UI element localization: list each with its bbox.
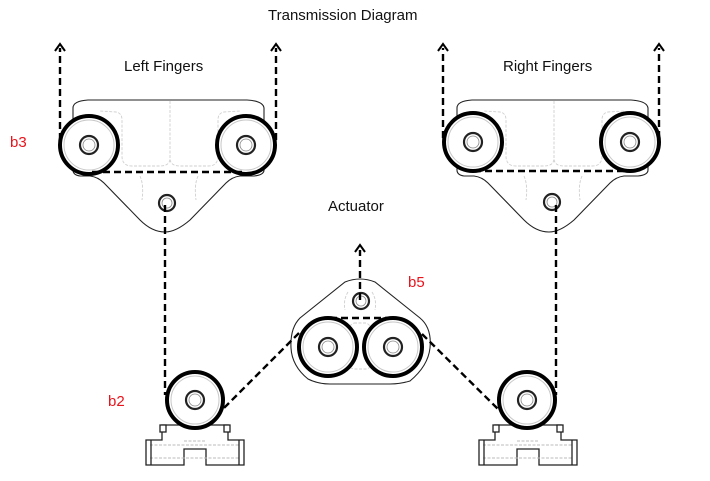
left-base-clip-left bbox=[159, 424, 167, 433]
left-finger-pulley-right bbox=[215, 114, 277, 176]
actuator-pulley-right bbox=[362, 316, 424, 378]
left-finger-anchor-hole bbox=[157, 193, 177, 213]
right-fingers-assembly bbox=[442, 99, 661, 233]
right-fingers-label: Right Fingers bbox=[503, 58, 593, 75]
actuator-label: Actuator bbox=[328, 198, 384, 215]
right-base-idler bbox=[478, 370, 578, 466]
left-base-pulley bbox=[165, 370, 225, 430]
right-base-hidden-lines bbox=[483, 440, 573, 459]
arrow-up-icon bbox=[437, 42, 449, 52]
cable-actuator-to-right-base bbox=[421, 333, 501, 412]
arrow-up-icon bbox=[653, 42, 665, 52]
right-finger-pulley-left bbox=[442, 111, 504, 173]
left-base-idler bbox=[145, 370, 245, 466]
left-finger-pulley-left bbox=[58, 114, 120, 176]
right-finger-pulley-right bbox=[599, 111, 661, 173]
left-base-clip-right bbox=[223, 424, 231, 433]
diagram-title: Transmission Diagram bbox=[268, 7, 418, 24]
tag-b2: b2 bbox=[108, 393, 125, 410]
arrow-heads bbox=[54, 42, 665, 253]
right-base-pulley bbox=[497, 370, 557, 430]
left-fingers-assembly bbox=[58, 99, 277, 233]
tag-b5: b5 bbox=[408, 274, 425, 291]
right-finger-body bbox=[456, 99, 649, 233]
cable-actuator-to-left-base bbox=[220, 332, 300, 412]
left-base-hidden-lines bbox=[150, 440, 240, 459]
arrow-up-icon bbox=[54, 42, 66, 52]
tag-b3: b3 bbox=[10, 134, 27, 151]
right-finger-anchor-hole bbox=[542, 192, 562, 212]
actuator-pulley-left bbox=[297, 316, 359, 378]
left-finger-body bbox=[72, 99, 265, 233]
arrow-up-icon bbox=[354, 243, 366, 253]
actuator-assembly bbox=[290, 278, 431, 385]
arrow-up-icon bbox=[270, 42, 282, 52]
right-base-clip-right bbox=[556, 424, 564, 433]
cable-paths bbox=[58, 48, 661, 412]
left-fingers-label: Left Fingers bbox=[124, 58, 204, 75]
right-base-clip-left bbox=[492, 424, 500, 433]
